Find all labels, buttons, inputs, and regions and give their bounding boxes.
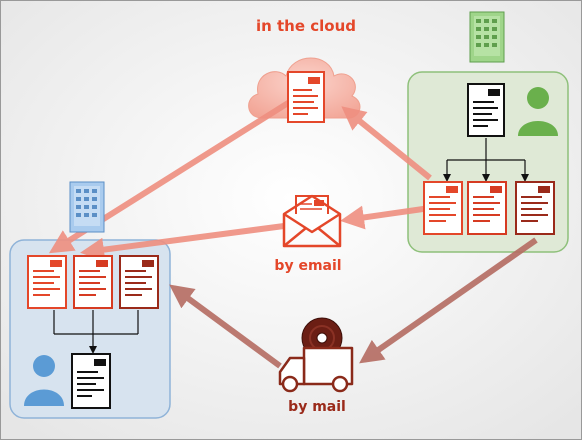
label-in-the-cloud: in the cloud [256,17,356,35]
arrow-email-to-source [80,223,285,262]
received-document [119,255,159,309]
arrow-destination-to-cloud [341,106,432,181]
cloud-document [287,71,325,123]
office-building-icon [69,181,105,233]
merge-connector-left [53,310,139,354]
document-copy [423,181,463,235]
received-document [73,255,113,309]
document-copy [515,181,555,235]
envelope-with-letter-icon [282,194,342,248]
final-document [71,353,111,409]
arrow-destination-to-mail [359,237,538,364]
label-by-email: by email [274,258,341,274]
person-icon [24,355,64,406]
delivery-truck-with-disc-icon [278,317,354,393]
distribution-connector-right [443,138,529,182]
label-by-mail: by mail [288,399,346,415]
office-building-icon [469,11,505,63]
received-document [27,255,67,309]
arrow-mail-to-source [169,284,282,369]
document-copy [467,181,507,235]
person-icon [518,87,558,136]
original-document [467,83,505,137]
arrow-destination-to-email [340,205,431,230]
